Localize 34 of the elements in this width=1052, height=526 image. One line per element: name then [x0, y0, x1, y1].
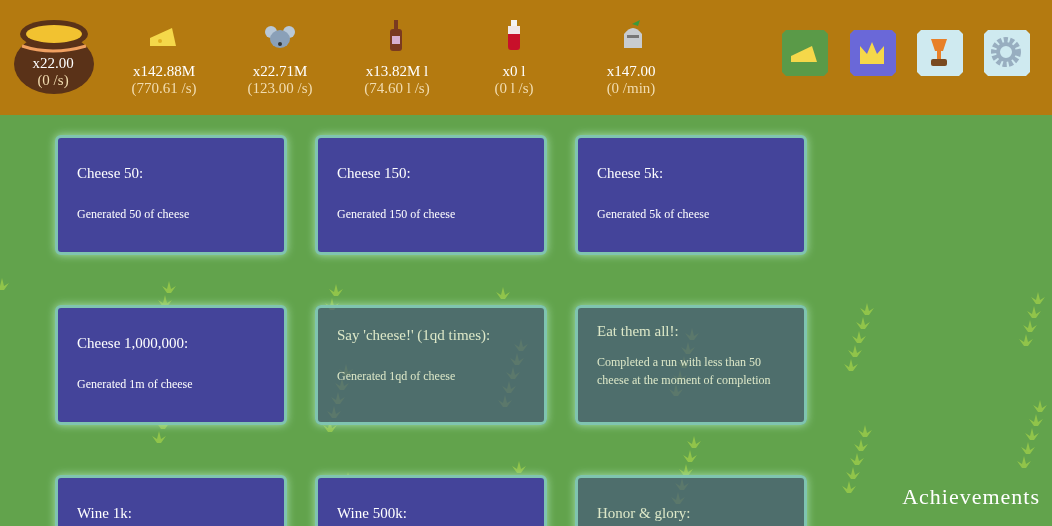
- count-text: x142.88M: [131, 63, 197, 80]
- achievement-card: [55, 305, 287, 425]
- achievement-title: Honor & glory:: [597, 504, 692, 523]
- achievement-title: Cheese 50:: [77, 164, 145, 183]
- achievement-description: Generated 50 of cheese: [77, 206, 191, 223]
- count-text: x147.00: [605, 63, 657, 80]
- count-text: x13.82M l: [364, 63, 430, 80]
- achievement-description: Generated 5k of cheese: [597, 206, 711, 223]
- count-text: x0 l: [501, 63, 527, 80]
- achievement-title: Cheese 1,000,000:: [77, 334, 190, 353]
- achievement-title: Cheese 150:: [337, 164, 412, 183]
- rate-text: (123.00 /s): [246, 80, 314, 97]
- achievement-card: [575, 305, 807, 425]
- achievement-title: Say 'cheese!' (1qd times):: [337, 326, 492, 345]
- rate-text: (74.60 l /s): [363, 80, 431, 97]
- achievement-description: Generated 1qd of cheese: [337, 368, 457, 385]
- count-text: x22.71M: [251, 63, 309, 80]
- achievement-card: [575, 135, 807, 255]
- rate-text: (770.61 /s): [130, 80, 198, 97]
- achievement-description: Generated 1m of cheese: [77, 376, 194, 393]
- achievement-card: [315, 305, 547, 425]
- rate-text: (0 /min): [605, 80, 657, 97]
- page-heading: Achievements: [902, 484, 1040, 510]
- achievement-title: Wine 500k:: [337, 504, 408, 523]
- count-text: x22.00: [31, 55, 75, 72]
- achievement-card: [315, 135, 547, 255]
- achievement-title: Cheese 5k:: [597, 164, 665, 183]
- rate-text: (0 /s): [36, 72, 70, 89]
- achievement-title: Wine 1k:: [77, 504, 133, 523]
- achievement-description: Completed a run with less than 50 cheese at the moment of completion: [597, 354, 772, 389]
- achievement-title: Eat them all!:: [597, 322, 680, 341]
- achievement-card: [55, 135, 287, 255]
- achievement-description: Generated 150 of cheese: [337, 206, 457, 223]
- rate-text: (0 l /s): [493, 80, 535, 97]
